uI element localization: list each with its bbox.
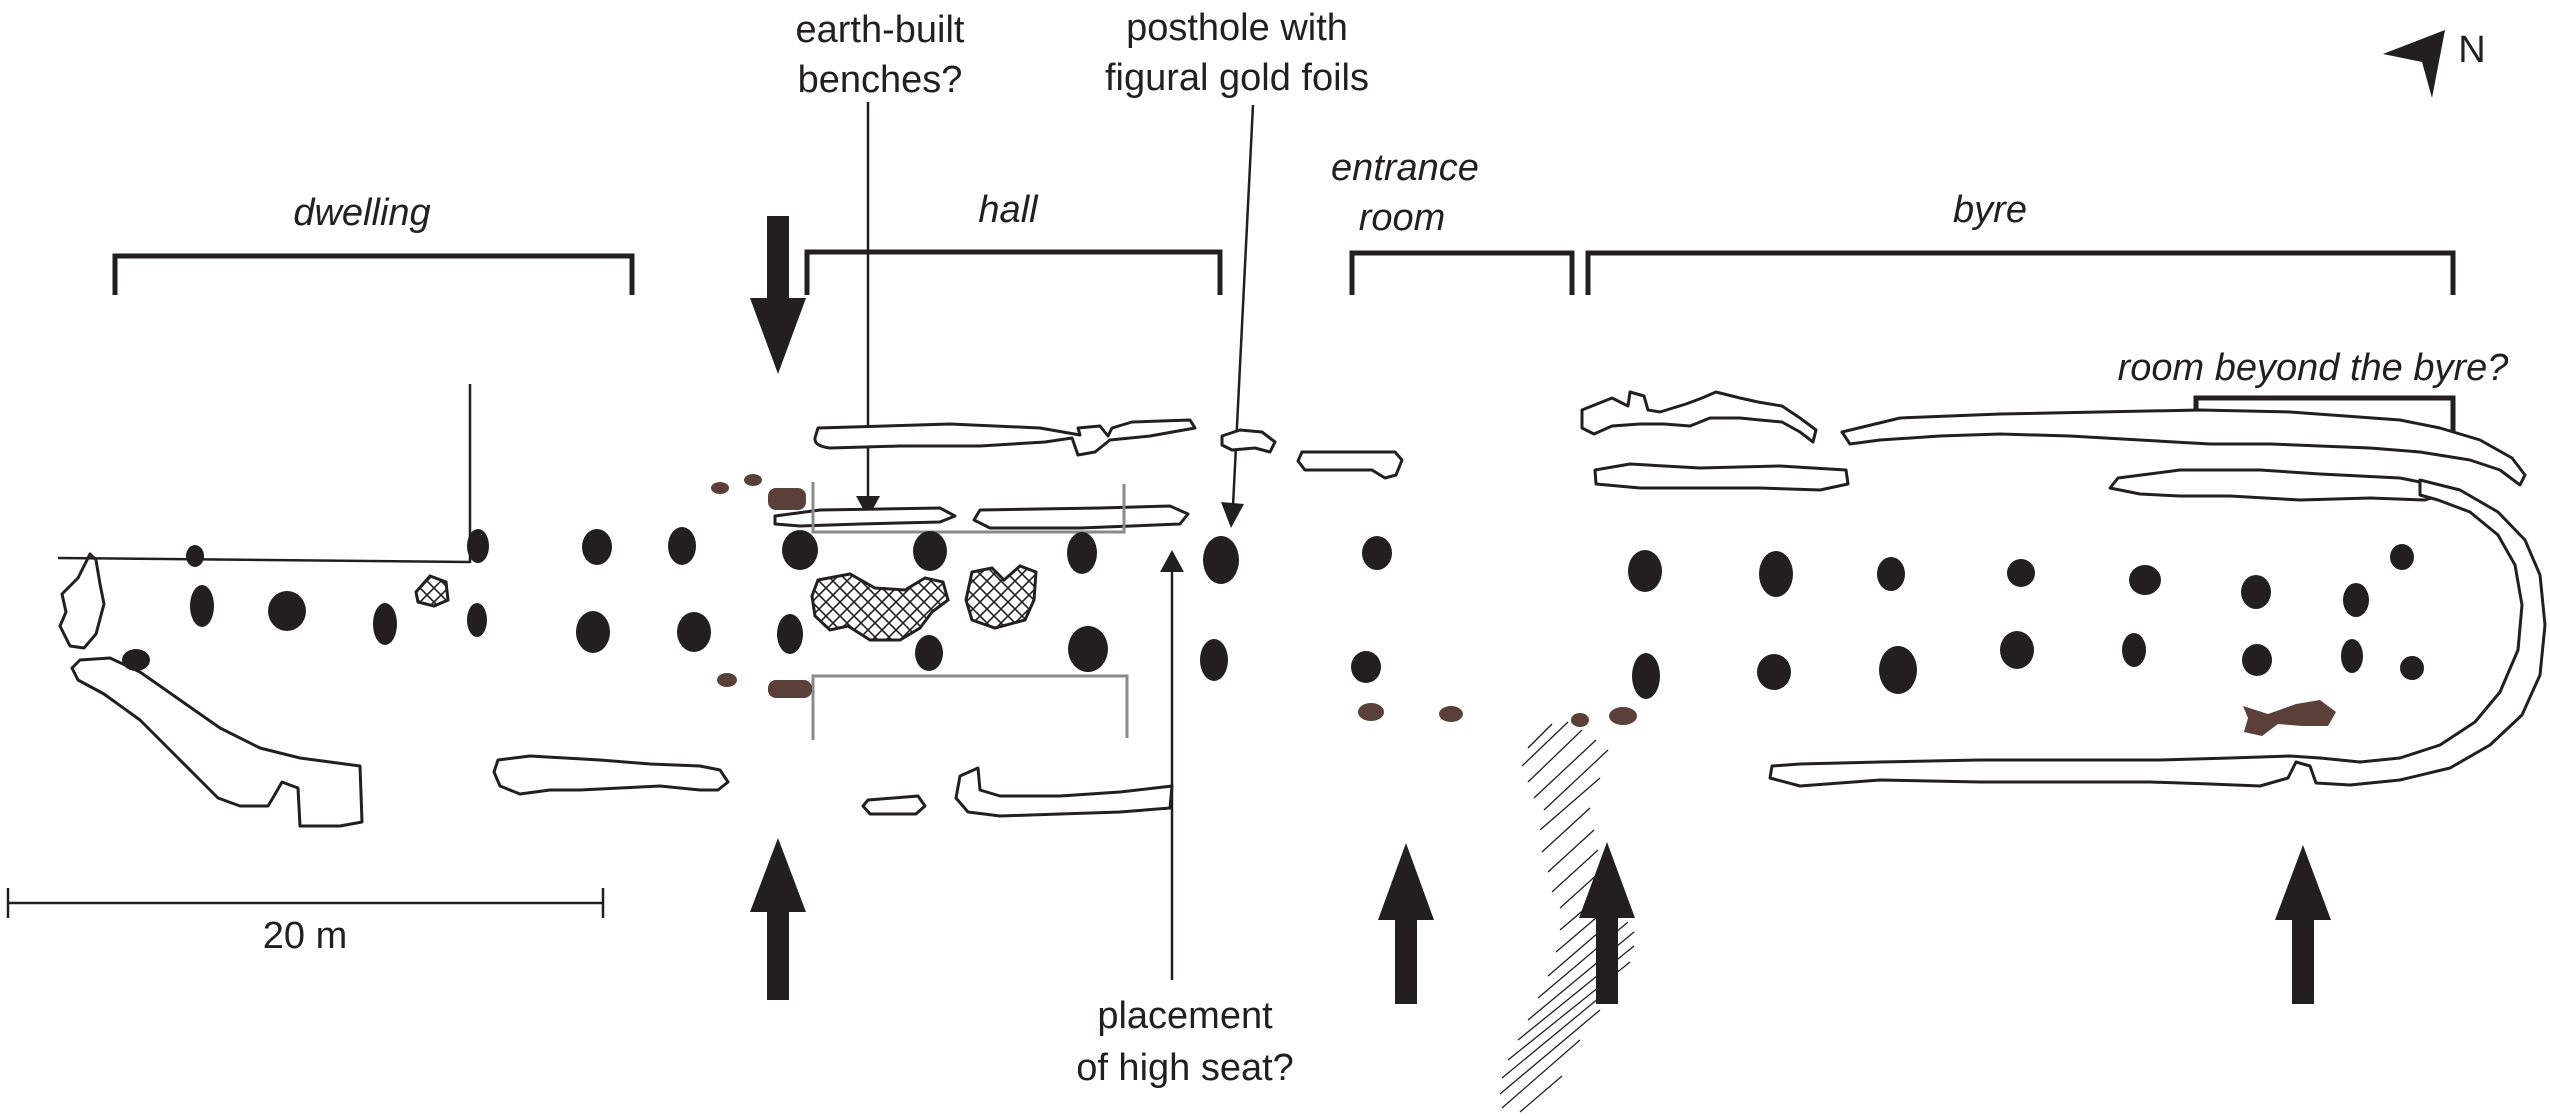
arrow-down-north-entrance	[750, 216, 806, 374]
bracket-byre	[1585, 250, 2456, 295]
arrow-up-entrance-room	[1378, 843, 1434, 1004]
arrow-up-byre-west	[1579, 842, 1635, 1004]
north-arrow: N	[2383, 29, 2486, 98]
label-room-beyond-byre: room beyond the byre?	[2118, 347, 2510, 389]
earth-built-benches	[811, 482, 1129, 740]
scale-bar: 20 m	[6, 888, 605, 957]
label-hall: hall	[978, 189, 1039, 231]
wall-trenches	[58, 390, 2547, 828]
bracket-dwelling	[112, 253, 635, 295]
scale-label: 20 m	[263, 915, 347, 957]
arrow-up-hall-entrance	[750, 838, 806, 1000]
label-highseat-line1: placement	[1097, 995, 1273, 1037]
hearths	[414, 564, 1038, 642]
label-posthole-line2: figural gold foils	[1105, 57, 1369, 99]
section-brackets	[112, 249, 2456, 435]
entrance-arrows	[750, 216, 2331, 1004]
bracket-entrance-room	[1349, 250, 1575, 295]
north-arrow-icon	[2383, 30, 2445, 98]
label-byre: byre	[1953, 189, 2027, 231]
label-benches-line2: benches?	[798, 59, 963, 101]
label-entrance-line2: room	[1359, 197, 1446, 239]
label-posthole-line1: posthole with	[1126, 7, 1348, 49]
label-benches-line1: earth-built	[796, 9, 965, 51]
bracket-hall	[804, 249, 1223, 295]
north-label: N	[2458, 29, 2485, 71]
label-entrance-line1: entrance	[1331, 147, 1479, 189]
label-dwelling: dwelling	[293, 192, 430, 234]
postholes	[122, 527, 2424, 699]
brown-pits	[711, 474, 2336, 736]
label-highseat-line2: of high seat?	[1076, 1047, 1294, 1089]
west-end-lines	[57, 384, 472, 564]
arrow-up-byre-east	[2275, 845, 2331, 1004]
